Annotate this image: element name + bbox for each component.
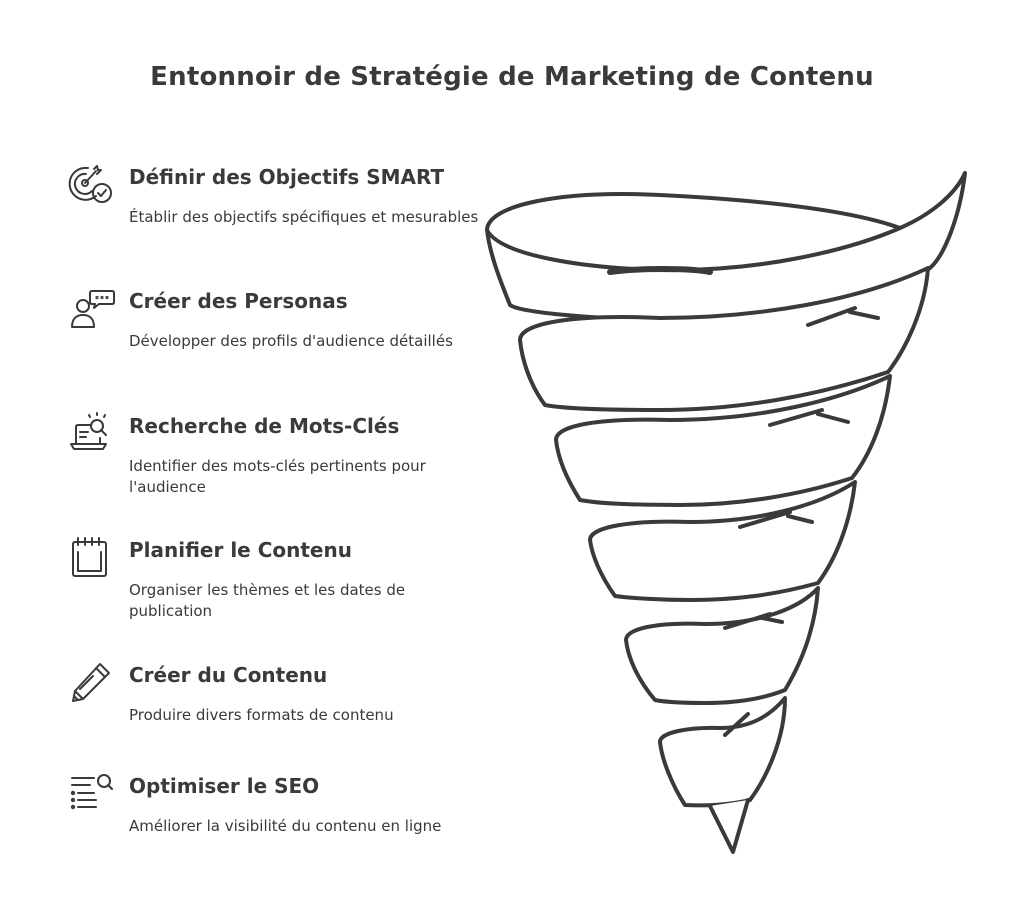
- keyword-search-icon: [66, 412, 116, 458]
- diagram-title: Entonnoir de Stratégie de Marketing de C…: [150, 62, 874, 92]
- step-description: Améliorer la visibilité du contenu en li…: [129, 817, 442, 835]
- step-title: Recherche de Mots-Clés: [129, 414, 400, 438]
- step-title: Planifier le Contenu: [129, 538, 352, 562]
- step-title: Définir des Objectifs SMART: [129, 165, 445, 189]
- spiral-funnel-illustration: [470, 160, 990, 870]
- step-description: Établir des objectifs spécifiques et mes…: [129, 208, 479, 226]
- seo-list-search-icon: [66, 772, 116, 818]
- persona-chat-icon: [66, 287, 116, 333]
- step-description: Développer des profils d'audience détail…: [129, 332, 453, 350]
- pencil-icon: [66, 661, 116, 707]
- step-description: Produire divers formats de contenu: [129, 706, 394, 724]
- step-title: Créer des Personas: [129, 289, 348, 313]
- step-title: Créer du Contenu: [129, 663, 328, 687]
- step-title: Optimiser le SEO: [129, 774, 320, 798]
- calendar-icon: [66, 536, 116, 582]
- step-description: Organiser les thèmes et les dates de pub…: [129, 581, 406, 620]
- target-check-icon: [66, 163, 116, 209]
- step-description: Identifier des mots-clés pertinents pour…: [129, 457, 426, 496]
